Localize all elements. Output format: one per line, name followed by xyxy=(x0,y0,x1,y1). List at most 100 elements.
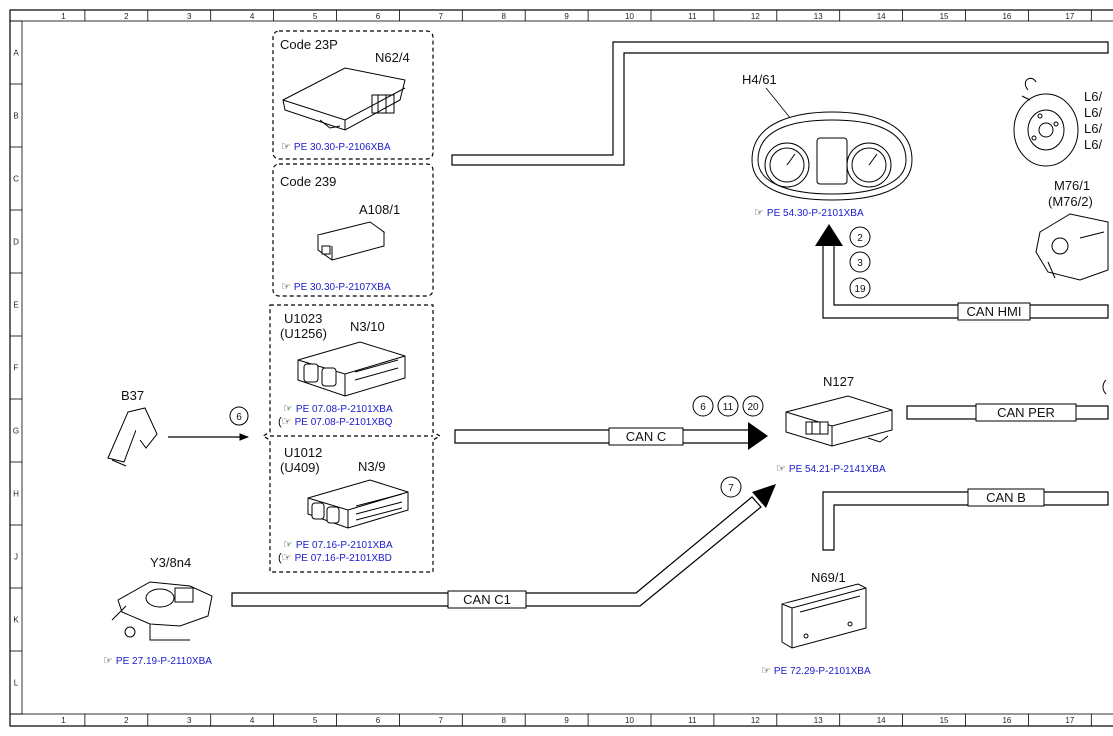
column-number: 3 xyxy=(187,12,192,21)
callout-20-text: 20 xyxy=(747,402,759,413)
row-letter: D xyxy=(13,238,19,247)
can-b-label-box xyxy=(967,488,1045,507)
column-number: 15 xyxy=(940,12,949,21)
column-markers: 1122334455667788991010111112121313141415… xyxy=(61,10,1092,726)
can-c-arrowhead xyxy=(748,422,768,450)
can-c1-label: CAN C1 xyxy=(463,592,511,607)
n69-1-ref[interactable]: ☞ PE 72.29-P-2101XBA xyxy=(761,665,871,677)
m76-2-label: (M76/2) xyxy=(1048,194,1093,209)
column-number: 10 xyxy=(625,716,634,725)
n62-4-label: N62/4 xyxy=(375,50,410,65)
n69-1-label: N69/1 xyxy=(811,570,846,585)
l6-4-label: L6/ xyxy=(1084,137,1102,152)
n3-10-label: N3/10 xyxy=(350,319,385,334)
code239-label: Code 239 xyxy=(280,174,336,189)
column-number: 5 xyxy=(313,12,318,21)
column-number: 6 xyxy=(376,12,381,21)
column-number: 14 xyxy=(877,12,886,21)
callout-2 xyxy=(849,226,871,248)
callout-3-text: 3 xyxy=(857,258,863,269)
can-c-bus xyxy=(454,429,751,444)
callout-6 xyxy=(692,395,714,417)
column-number: 1 xyxy=(61,12,66,21)
h4-61-label: H4/61 xyxy=(742,72,777,87)
can-c-label: CAN C xyxy=(626,429,666,444)
callout-11 xyxy=(717,395,739,417)
l6-wheel-sensor-icon xyxy=(1013,77,1079,167)
callout-6-left-text: 6 xyxy=(236,412,242,423)
callout-6-text: 6 xyxy=(700,402,706,413)
column-number: 11 xyxy=(688,716,697,725)
top-bus xyxy=(451,41,1109,166)
callout-7-text: 7 xyxy=(728,483,734,494)
column-number: 11 xyxy=(688,12,697,21)
can-c1-bus xyxy=(231,496,762,607)
b37-pedal-icon xyxy=(107,407,158,467)
callout-3 xyxy=(849,251,871,273)
can-c1-arrowhead xyxy=(752,484,776,508)
can-hmi-label: CAN HMI xyxy=(967,304,1022,319)
u1023-label: U1023 xyxy=(284,311,322,326)
n127-ref[interactable]: ☞ PE 54.21-P-2141XBA xyxy=(776,463,886,475)
column-number: 14 xyxy=(877,716,886,725)
n3-9-ref2[interactable]: (☞ PE 07.16-P-2101XBD xyxy=(278,552,392,564)
row-letter: L xyxy=(14,679,19,688)
column-number: 12 xyxy=(751,716,760,725)
h4-61-ref[interactable]: ☞ PE 54.30-P-2101XBA xyxy=(754,207,864,219)
column-number: 13 xyxy=(814,12,823,21)
y3-8n4-label: Y3/8n4 xyxy=(150,555,191,570)
can-c1-label-box xyxy=(447,590,527,609)
u1256-label: (U1256) xyxy=(280,326,327,341)
a108-1-ref[interactable]: ☞ PE 30.30-P-2107XBA xyxy=(281,281,391,293)
column-number: 9 xyxy=(564,716,569,725)
row-letter: J xyxy=(14,553,18,562)
n127-label: N127 xyxy=(823,374,854,389)
column-number: 15 xyxy=(940,716,949,725)
column-number: 8 xyxy=(502,716,507,725)
can-c-label-box xyxy=(608,427,684,446)
callout-7 xyxy=(720,476,742,498)
callout-19-text: 19 xyxy=(854,284,866,295)
u409-label: (U409) xyxy=(280,460,320,475)
n62-4-ref[interactable]: ☞ PE 30.30-P-2106XBA xyxy=(281,141,391,153)
y3-8n4-ref[interactable]: ☞ PE 27.19-P-2110XBA xyxy=(103,655,212,667)
column-number: 2 xyxy=(124,716,129,725)
column-number: 16 xyxy=(1002,716,1011,725)
top-ruler xyxy=(9,9,1113,22)
a108-1-module-icon xyxy=(316,221,386,261)
column-number: 4 xyxy=(250,716,255,725)
column-number: 13 xyxy=(814,716,823,725)
column-number: 12 xyxy=(751,12,760,21)
can-per-label-box xyxy=(975,403,1077,422)
column-number: 9 xyxy=(564,12,569,21)
n3-10-ref1[interactable]: ☞ PE 07.08-P-2101XBA xyxy=(283,403,393,415)
h4-61-cluster-icon xyxy=(751,111,913,201)
column-number: 7 xyxy=(439,716,444,725)
n3-9-ref1[interactable]: ☞ PE 07.16-P-2101XBA xyxy=(283,539,393,551)
column-number: 10 xyxy=(625,12,634,21)
n3-10-ref2[interactable]: (☞ PE 07.08-P-2101XBQ xyxy=(278,416,393,428)
row-letter: C xyxy=(13,175,19,184)
row-letter: E xyxy=(13,301,18,310)
code23p-box xyxy=(272,30,434,160)
m76-actuator-icon xyxy=(1035,213,1109,281)
row-letter: H xyxy=(13,490,19,499)
callout-2-text: 2 xyxy=(857,233,863,244)
u1012-label: U1012 xyxy=(284,445,322,460)
n62-4-module-icon xyxy=(282,67,406,131)
can-hmi-label-box xyxy=(957,302,1031,321)
can-b-label: CAN B xyxy=(986,490,1026,505)
l6-3-label: L6/ xyxy=(1084,121,1102,136)
can-b-bus xyxy=(822,491,1109,551)
n3-10-module-icon xyxy=(297,341,406,397)
row-letter: F xyxy=(14,364,19,373)
right-edge-callout-partial xyxy=(1102,379,1107,395)
m76-1-label: M76/1 xyxy=(1054,178,1090,193)
column-number: 3 xyxy=(187,716,192,725)
column-number: 2 xyxy=(124,12,129,21)
bottom-ruler xyxy=(9,713,1113,727)
column-number: 6 xyxy=(376,716,381,725)
l6-2-label: L6/ xyxy=(1084,105,1102,120)
row-letter: G xyxy=(13,427,19,436)
